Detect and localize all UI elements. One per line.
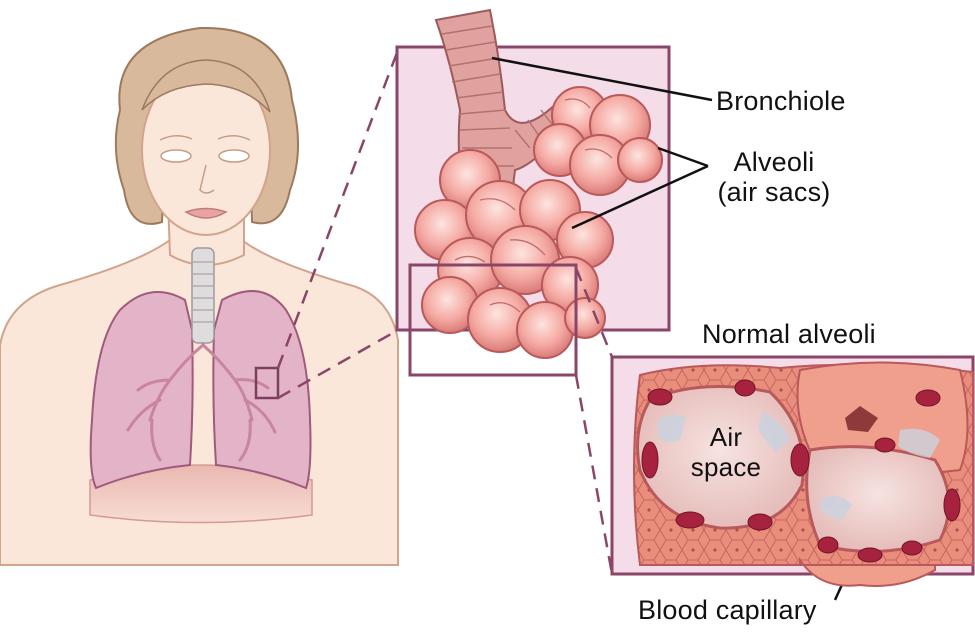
bronchiole-label: Bronchiole xyxy=(716,86,846,116)
normal-alveoli-panel xyxy=(610,355,975,587)
right-lung xyxy=(89,291,194,490)
air-space-label: Air space xyxy=(672,422,780,482)
normal-alveoli-label: Normal alveoli xyxy=(702,319,876,349)
alveoli-zoom-box xyxy=(408,263,578,377)
blood-capillaries xyxy=(641,379,961,563)
label-leaders xyxy=(491,56,857,601)
person-figure xyxy=(0,26,399,566)
trachea xyxy=(191,247,215,344)
alveoli-label-line2: (air sacs) xyxy=(717,177,831,207)
blood-capillary-label: Blood capillary xyxy=(638,595,817,625)
left-lung xyxy=(212,290,312,490)
lung-zoom-box xyxy=(254,366,280,400)
air-space-label-line1: Air xyxy=(709,422,743,452)
zoom-lines-2 xyxy=(574,267,614,575)
alveoli-label: Alveoli (air sacs) xyxy=(712,147,836,207)
bronchiole-panel xyxy=(395,8,671,377)
air-space-label-line2: space xyxy=(690,452,762,482)
zoom-lines-1 xyxy=(276,49,400,400)
alveoli-label-line1: Alveoli xyxy=(733,147,815,177)
